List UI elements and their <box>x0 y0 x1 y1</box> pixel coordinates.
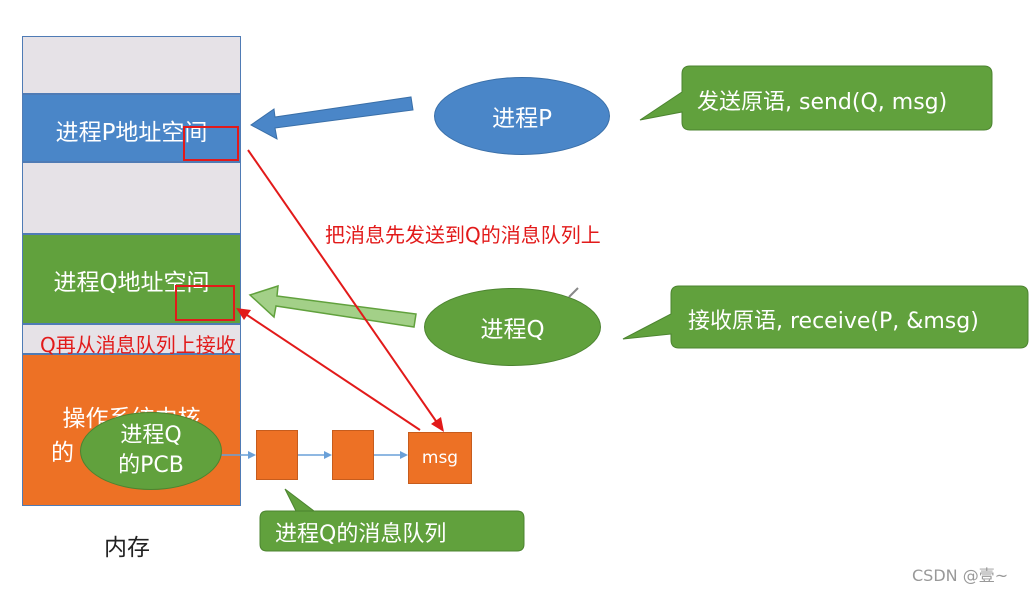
process-q-label: 进程Q <box>480 317 545 343</box>
memory-gray-bottom <box>22 324 241 354</box>
process-q-ellipse: 进程Q <box>424 288 601 366</box>
p-message-buffer <box>183 126 239 161</box>
send-to-queue-arrow <box>247 149 439 425</box>
watermark: CSDN @壹~ <box>912 566 1009 585</box>
process-q-address-space-label: 进程Q地址空间 <box>53 270 210 296</box>
queue-callout-text: 进程Q的消息队列 <box>275 522 447 547</box>
send-callout-text: 发送原语, send(Q, msg) <box>697 90 948 115</box>
queue-node-msg: msg <box>408 432 472 484</box>
msg-label: msg <box>421 448 459 468</box>
os-kernel-label-partial: 的 <box>51 440 74 466</box>
queue-callout-shape <box>259 488 525 552</box>
send-block-arrow <box>250 96 414 140</box>
pcb-ellipse: 进程Q 的PCB <box>80 412 222 490</box>
pcb-label-line2: 的PCB <box>118 453 184 478</box>
send-callout-shape <box>639 65 993 131</box>
pencil-icon <box>568 287 579 298</box>
process-p-label: 进程P <box>492 106 552 132</box>
send-to-queue-annotation: 把消息先发送到Q的消息队列上 <box>325 223 601 247</box>
receive-from-queue-arrow <box>243 312 421 431</box>
receive-callout-text: 接收原语, receive(P, &msg) <box>688 309 979 334</box>
queue-node-1 <box>256 430 298 480</box>
process-p-ellipse: 进程P <box>434 77 610 155</box>
q-message-buffer <box>175 285 235 321</box>
process-p-address-space: 进程P地址空间 <box>22 94 241 162</box>
pcb-label-line1: 进程Q <box>120 423 182 448</box>
memory-gray-top <box>22 36 241 94</box>
receive-block-arrow <box>248 284 417 328</box>
receive-from-queue-annotation: Q再从消息队列上接收 <box>40 333 236 357</box>
process-p-address-space-label: 进程P地址空间 <box>55 120 208 146</box>
memory-label: 内存 <box>104 535 150 561</box>
process-q-address-space: 进程Q地址空间 <box>22 234 241 324</box>
memory-gray-middle <box>22 162 241 234</box>
queue-node-2 <box>332 430 374 480</box>
receive-callout-shape <box>622 285 1029 349</box>
